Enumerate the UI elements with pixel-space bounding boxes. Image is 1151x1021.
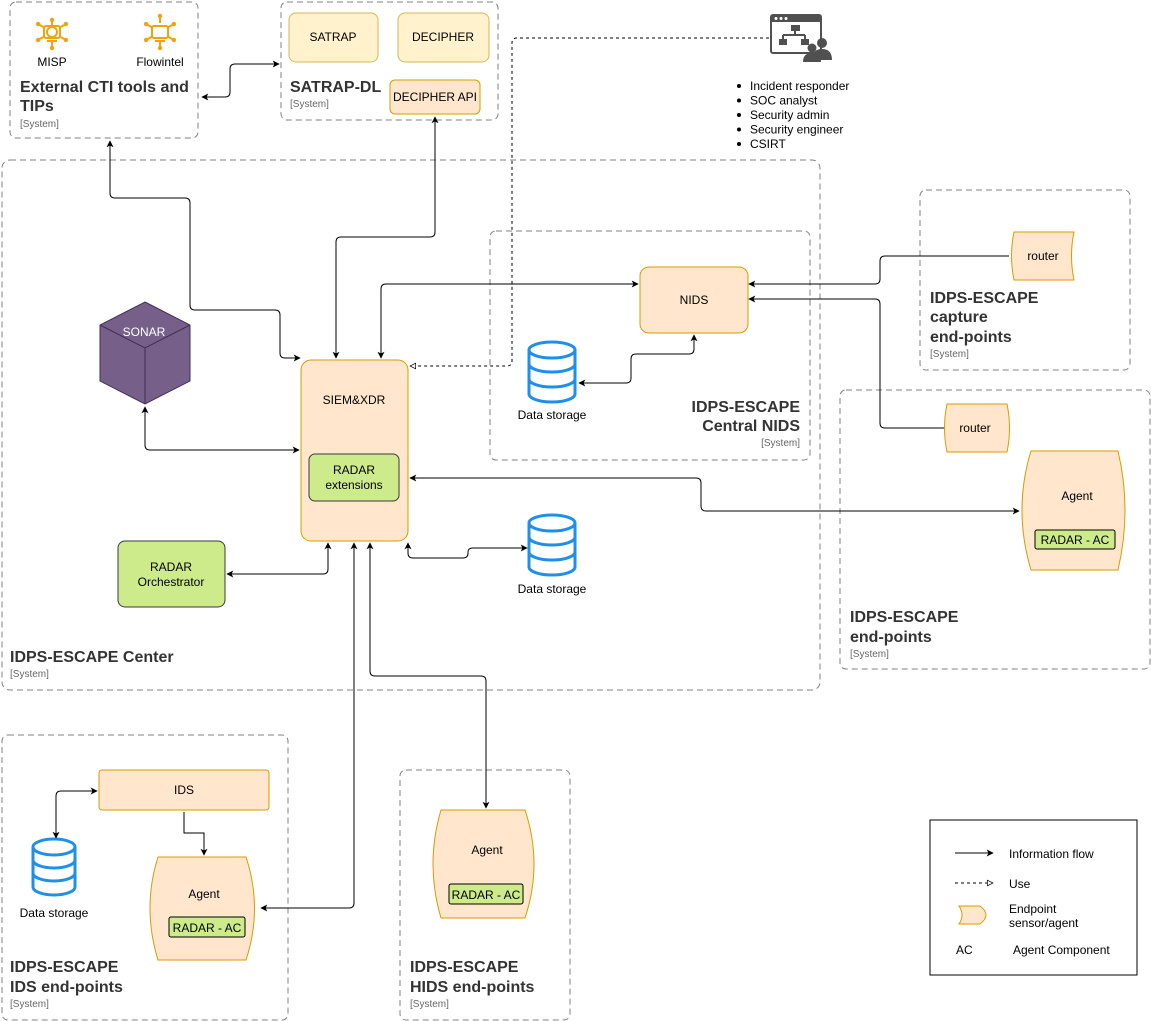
group-cti-system: [System] <box>20 119 59 130</box>
group-cti-title: External CTI tools and <box>20 79 189 96</box>
group-ids-title-2: IDS end-points <box>10 979 123 996</box>
data-storage-center-icon <box>527 513 577 577</box>
sonar-node[interactable]: SONAR <box>99 301 191 405</box>
group-capture-title: IDPS-ESCAPE <box>930 290 1039 307</box>
radar-orchestrator-node[interactable]: RADAR Orchestrator <box>117 540 226 608</box>
group-hids-system: [System] <box>410 999 449 1010</box>
users-icon <box>770 14 832 62</box>
satrap-node[interactable]: SATRAP <box>288 12 379 63</box>
decipher-node[interactable]: DECIPHER <box>397 12 490 63</box>
group-capture-title-3: end-points <box>930 329 1012 346</box>
legend: Information flow Use Endpoint sensor/age… <box>929 819 1138 976</box>
agent-hids-node[interactable]: Agent RADAR - AC <box>432 809 535 919</box>
radar-orchestrator-label: RADAR <box>150 560 192 574</box>
misp-icon <box>35 16 69 51</box>
legend-ac-value: Agent Component <box>1013 943 1110 957</box>
user-role-item: Security admin <box>750 108 829 122</box>
radar-orchestrator-label-2: Orchestrator <box>138 575 205 589</box>
legend-info-flow: Information flow <box>1009 847 1094 861</box>
group-nids-system: [System] <box>761 438 800 449</box>
group-ids-endpoints: IDPS-ESCAPE IDS end-points [System] <box>1 734 289 1021</box>
decipher-api-node[interactable]: DECIPHER API <box>389 79 481 115</box>
group-capture-title-2: capture <box>930 309 988 326</box>
satrap-label: SATRAP <box>309 30 356 44</box>
group-hids-title: IDPS-ESCAPE <box>410 959 519 976</box>
user-role-item: CSIRT <box>750 137 786 151</box>
group-nids-title-2: Central NIDS <box>702 418 800 435</box>
group-ids-system: [System] <box>10 999 49 1010</box>
user-role-item: Incident responder <box>750 79 849 93</box>
agent-ids-label: Agent <box>188 887 220 901</box>
data-storage-center-label: Data storage <box>518 582 587 596</box>
legend-endpoint: Endpoint <box>1009 902 1057 916</box>
ids-label: IDS <box>174 783 194 797</box>
data-storage-nids-icon <box>527 340 577 404</box>
group-ids-title: IDPS-ESCAPE <box>10 959 119 976</box>
decipher-label: DECIPHER <box>412 30 474 44</box>
router-endpoints-node[interactable]: router <box>944 403 1010 453</box>
group-satrap-title: SATRAP-DL <box>290 79 381 96</box>
radar-ac-hids-label: RADAR - AC <box>452 888 521 902</box>
ids-node[interactable]: IDS <box>98 769 270 811</box>
legend-ac-key: AC <box>956 943 973 957</box>
misp-label: MISP <box>37 55 66 69</box>
siem-xdr-label: SIEM&XDR <box>323 393 386 407</box>
radar-extensions-node[interactable]: RADAR extensions <box>308 453 400 502</box>
group-nids-title: IDPS-ESCAPE <box>692 399 801 416</box>
legend-endpoint-2: sensor/agent <box>1009 916 1079 930</box>
legend-endpoint-shape <box>958 905 987 925</box>
connectors <box>52 37 1020 912</box>
group-endpoints: IDPS-ESCAPE end-points [System] <box>839 389 1151 670</box>
data-storage-ids-label: Data storage <box>20 906 89 920</box>
data-storage-nids-label: Data storage <box>518 408 587 422</box>
user-role-bullet <box>737 142 741 146</box>
group-endpoints-system: [System] <box>850 649 889 660</box>
group-center-system: [System] <box>10 669 49 680</box>
radar-extensions-label: RADAR <box>333 463 375 477</box>
group-cti-title-2: TIPs <box>20 98 54 115</box>
group-central-nids: IDPS-ESCAPE Central NIDS [System] <box>489 230 811 461</box>
legend-use: Use <box>1009 877 1031 891</box>
agent-endpoints-node[interactable]: Agent RADAR - AC <box>1021 450 1126 571</box>
agent-hids-label: Agent <box>471 843 503 857</box>
group-hids-endpoints: IDPS-ESCAPE HIDS end-points [System] <box>399 769 571 1021</box>
router-capture-node[interactable]: router <box>1011 231 1075 281</box>
flowintel-label: Flowintel <box>136 55 183 69</box>
agent-ids-node[interactable]: Agent RADAR - AC <box>149 856 255 961</box>
group-center-title: IDPS-ESCAPE Center <box>10 649 174 666</box>
group-capture-endpoints: IDPS-ESCAPE capture end-points [System] <box>919 189 1131 371</box>
user-role-bullet <box>737 84 741 88</box>
radar-ac-endpoints-label: RADAR - AC <box>1041 533 1110 547</box>
router-endpoints-label: router <box>959 421 990 435</box>
radar-ac-ids-label: RADAR - AC <box>173 921 242 935</box>
agent-endpoints-label: Agent <box>1061 489 1093 503</box>
user-role-bullet <box>737 127 741 132</box>
group-endpoints-title-2: end-points <box>850 629 932 646</box>
user-role-item: SOC analyst <box>750 94 818 108</box>
router-capture-label: router <box>1027 249 1058 263</box>
user-role-item: Security engineer <box>750 123 843 137</box>
group-hids-title-2: HIDS end-points <box>410 979 535 996</box>
nids-node[interactable]: NIDS <box>639 266 749 334</box>
data-storage-ids-icon <box>31 837 77 897</box>
sonar-label: SONAR <box>123 325 166 339</box>
group-cti: External CTI tools and TIPs [System] <box>9 1 199 139</box>
radar-extensions-label-2: extensions <box>325 478 382 492</box>
user-role-bullet <box>737 98 741 103</box>
group-center: IDPS-ESCAPE Center [System] <box>1 159 821 691</box>
group-endpoints-title: IDPS-ESCAPE <box>850 609 959 626</box>
user-role-bullet <box>737 113 741 117</box>
group-satrap-system: [System] <box>290 99 329 110</box>
siem-xdr-node[interactable]: SIEM&XDR <box>300 359 409 542</box>
decipher-api-label: DECIPHER API <box>393 90 477 104</box>
nids-label: NIDS <box>680 293 709 307</box>
group-capture-system: [System] <box>930 349 969 360</box>
flowintel-icon <box>143 13 177 51</box>
